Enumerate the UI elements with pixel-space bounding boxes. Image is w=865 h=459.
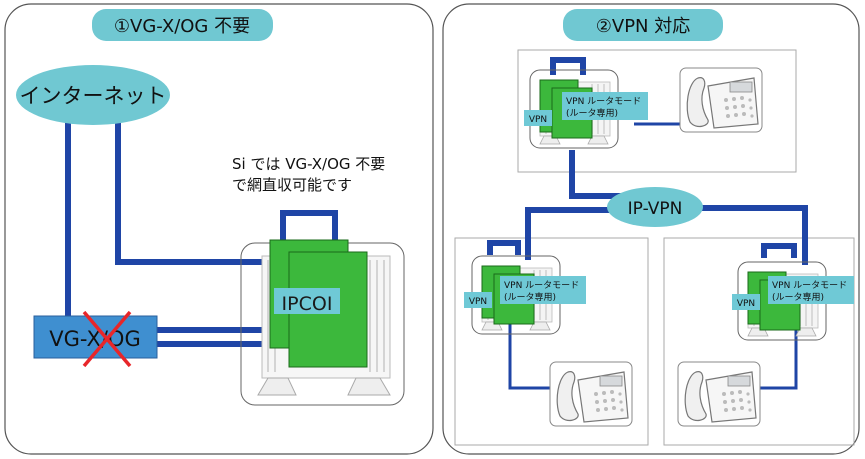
ipcoi-label: IPCOI bbox=[282, 293, 333, 315]
hq-router-label-1: VPN ルータモード bbox=[566, 96, 641, 107]
left-title-bg bbox=[92, 9, 273, 41]
branch-a-vpn-tag-bg bbox=[464, 292, 492, 308]
hq-vpn-tag: VPN bbox=[529, 115, 547, 125]
ipvpn-label: IP-VPN bbox=[628, 199, 683, 219]
vpn-connection-lines bbox=[487, 57, 808, 265]
branch-b-vpn-tag: VPN bbox=[737, 299, 755, 309]
branch-a-vpn-tag: VPN bbox=[469, 297, 487, 307]
cross-out-icon bbox=[82, 310, 132, 368]
branch-b-router-label-1: VPN ルータモード bbox=[772, 280, 847, 291]
branch-a-router-label-bg bbox=[500, 276, 586, 304]
branch-b-router-label-bg bbox=[768, 276, 854, 304]
branch-b-vpn-tag-bg bbox=[732, 294, 760, 310]
ipcoi-label-bg bbox=[274, 288, 340, 314]
branch-a-router-label-1: VPN ルータモード bbox=[504, 280, 579, 291]
branch-a-box bbox=[454, 237, 649, 446]
branch-b-router-label-2: (ルータ専用) bbox=[772, 291, 824, 303]
ipvpn-cloud bbox=[607, 187, 703, 227]
branch-b-phone-icon bbox=[677, 361, 761, 427]
right-title-bg bbox=[563, 9, 723, 41]
hq-router-label-bg bbox=[562, 92, 648, 120]
hq-vpn-tag-bg bbox=[524, 110, 552, 126]
left-title: ①VG-X/OG 不要 bbox=[114, 16, 250, 37]
internet-label: インターネット bbox=[20, 84, 167, 108]
branch-b-box bbox=[663, 237, 855, 446]
hq-phone-icon bbox=[679, 67, 763, 133]
branch-a-router-label-2: (ルータ専用) bbox=[504, 291, 556, 303]
internet-cloud bbox=[16, 65, 170, 125]
vg-label: VG-X/OG bbox=[49, 327, 140, 351]
hq-router-label-2: (ルータ専用) bbox=[566, 107, 618, 119]
hq-site-box bbox=[517, 49, 797, 173]
note-line-2: で網直収可能です bbox=[232, 176, 352, 194]
right-title: ②VPN 対応 bbox=[596, 16, 691, 37]
branch-a-phone-icon bbox=[549, 361, 633, 427]
left-connection-lines bbox=[65, 118, 338, 347]
note-line-1: Si では VG-X/OG 不要 bbox=[232, 155, 385, 173]
phone-lines bbox=[508, 122, 798, 390]
